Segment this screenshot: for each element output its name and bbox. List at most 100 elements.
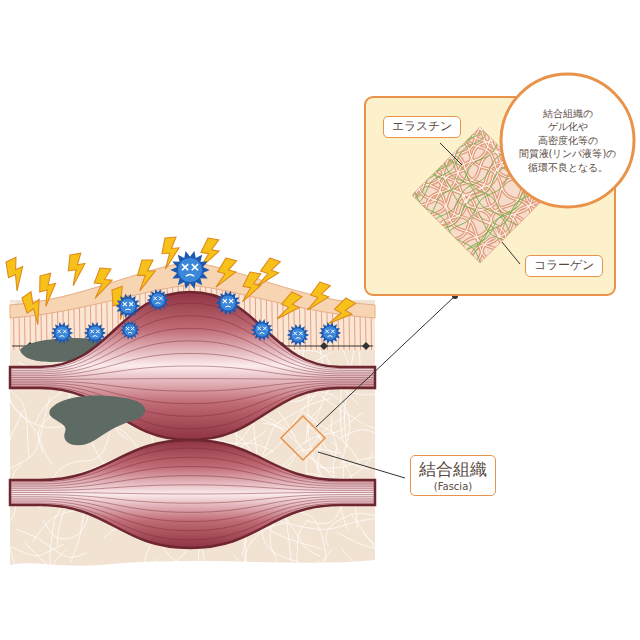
- baseline-marker: [320, 342, 328, 350]
- tissue-fibre: [116, 559, 157, 640]
- virus-spikes: [115, 294, 140, 319]
- muscle-fibre: [10, 378, 375, 380]
- capillary: [85, 270, 86, 350]
- label-text: エラスチン: [392, 119, 452, 135]
- muscle-fibre: [10, 366, 375, 378]
- label-text: 結合組織の ゲル化や 高密度化等の 間質液(リンパ液等)の 循環不良となる。: [512, 107, 624, 175]
- virus-eye: [63, 330, 67, 334]
- virus-spikes: [147, 289, 169, 311]
- virus-eye: [263, 327, 267, 331]
- lightning-bolt: [255, 256, 282, 291]
- virus: [84, 322, 106, 344]
- virus: [115, 294, 140, 319]
- tissue-fibre: [16, 550, 66, 590]
- muscle-fibre: [10, 485, 375, 491]
- virus-eye: [299, 332, 303, 336]
- tissue-fibre: [326, 513, 388, 546]
- virus-eye: [257, 327, 261, 331]
- virus-eye: [293, 332, 297, 336]
- muscle-outline: [10, 440, 375, 548]
- lightning-bolt: [305, 280, 332, 315]
- virus-mouth: [225, 306, 230, 307]
- virus-spikes: [251, 319, 273, 341]
- virus-eye: [153, 297, 157, 301]
- virus-body: [124, 324, 137, 337]
- muscle-fibre: [10, 503, 375, 540]
- virus-body: [120, 298, 136, 314]
- virus-body: [323, 326, 337, 340]
- capillary: [277, 270, 278, 350]
- leader-line: [318, 452, 405, 478]
- tissue-fibre: [50, 498, 69, 572]
- virus-spikes: [84, 322, 106, 344]
- tissue-fibre: [309, 415, 361, 466]
- virus-body: [291, 328, 305, 342]
- lightning-bolt: [66, 253, 89, 286]
- virus-spikes: [120, 320, 140, 339]
- label-box: 結合組織(Fascia): [410, 455, 496, 496]
- virus-spikes: [170, 251, 209, 289]
- fibre: [412, 127, 489, 204]
- circle-shape: [501, 74, 634, 207]
- muscle-fibre: [10, 493, 375, 495]
- tissue-fibre: [244, 560, 276, 632]
- label-text: コラーゲン: [534, 258, 594, 274]
- virus-eye: [223, 299, 227, 303]
- stagnation-blob: [49, 396, 145, 446]
- virus-eye: [159, 297, 163, 301]
- virus-spikes: [287, 324, 309, 346]
- virus-eye: [126, 327, 129, 330]
- virus-eye: [123, 302, 127, 306]
- virus-eye: [192, 264, 198, 270]
- tissue-fibre: [266, 549, 332, 595]
- virus-body: [151, 293, 165, 307]
- tissue-fibre: [16, 529, 86, 557]
- tissue-fibre: [340, 430, 406, 477]
- virus-body: [177, 257, 202, 282]
- virus-eye: [96, 330, 100, 334]
- virus-body: [55, 326, 69, 340]
- fibre: [421, 136, 504, 219]
- note-circle: 結合組織の ゲル化や 高密度化等の 間質液(リンパ液等)の 循環不良となる。: [499, 72, 636, 209]
- virus-mouth: [156, 303, 161, 304]
- baseline-marker: [362, 342, 370, 350]
- capillary: [283, 270, 284, 350]
- muscle-fibres: [10, 448, 375, 540]
- capillary: [79, 270, 80, 350]
- virus: [147, 289, 169, 311]
- label-box: コラーゲン: [525, 255, 603, 277]
- virus-body: [88, 326, 102, 340]
- virus-eye: [182, 264, 188, 270]
- virus-spikes: [319, 322, 341, 344]
- virus-eye: [131, 327, 134, 330]
- fibre: [415, 130, 500, 215]
- virus-body: [220, 295, 236, 311]
- muscle-fibre: [10, 341, 375, 374]
- virus: [319, 322, 341, 344]
- tissue-fibre: [10, 548, 33, 630]
- lightning-bolt: [138, 260, 156, 291]
- virus-eye: [229, 299, 233, 303]
- tissue-fibre: [351, 514, 382, 599]
- sub-label-text: (Fascia): [419, 480, 487, 493]
- virus-mouth: [296, 338, 301, 339]
- virus-spikes: [51, 322, 73, 344]
- virus-mouth: [186, 275, 194, 277]
- tissue-fibre: [234, 555, 319, 574]
- tissue-fibre: [143, 546, 171, 619]
- tissue-fibre: [9, 397, 50, 469]
- fibre: [412, 127, 493, 208]
- label-text: 結合組織: [419, 458, 487, 480]
- virus-spikes: [215, 291, 240, 316]
- virus-eye: [331, 330, 335, 334]
- fibre: [426, 165, 509, 248]
- virus: [251, 319, 273, 341]
- zoom-marker: [281, 416, 325, 460]
- muscle: [10, 440, 375, 548]
- virus-eye: [90, 330, 94, 334]
- fibre: [412, 127, 489, 204]
- virus-mouth: [125, 309, 130, 310]
- leader-line: [502, 242, 520, 264]
- lightning-bolt: [214, 257, 239, 291]
